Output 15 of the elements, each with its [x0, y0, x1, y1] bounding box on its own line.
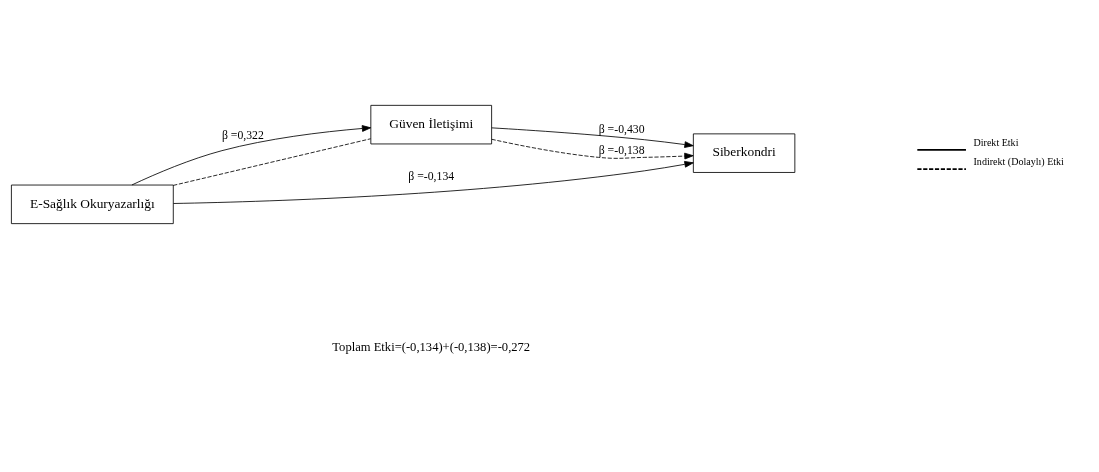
legend-label: Indirekt (Dolaylı) Etki	[973, 156, 1064, 168]
arrow	[491, 127, 694, 148]
label: Toplam Etki=(-0,134)+(-0,138)=-0,272	[332, 339, 531, 354]
arrow	[131, 125, 372, 186]
connector	[172, 138, 372, 186]
edge-label: β =-0,138	[598, 144, 645, 158]
edge-label: β =0,322	[221, 129, 264, 143]
node-box: Güven İletişimi	[370, 104, 493, 145]
legend-label: Direkt Etki	[973, 137, 1019, 149]
arrow	[173, 161, 694, 204]
edge-label: β =-0,134	[408, 170, 455, 184]
node-box: E-Sağlık Okuryazarlığı	[11, 184, 174, 225]
arrow	[491, 138, 694, 160]
edge-label: β =-0,430	[598, 123, 645, 137]
node-box: Siberkondri	[692, 133, 796, 173]
